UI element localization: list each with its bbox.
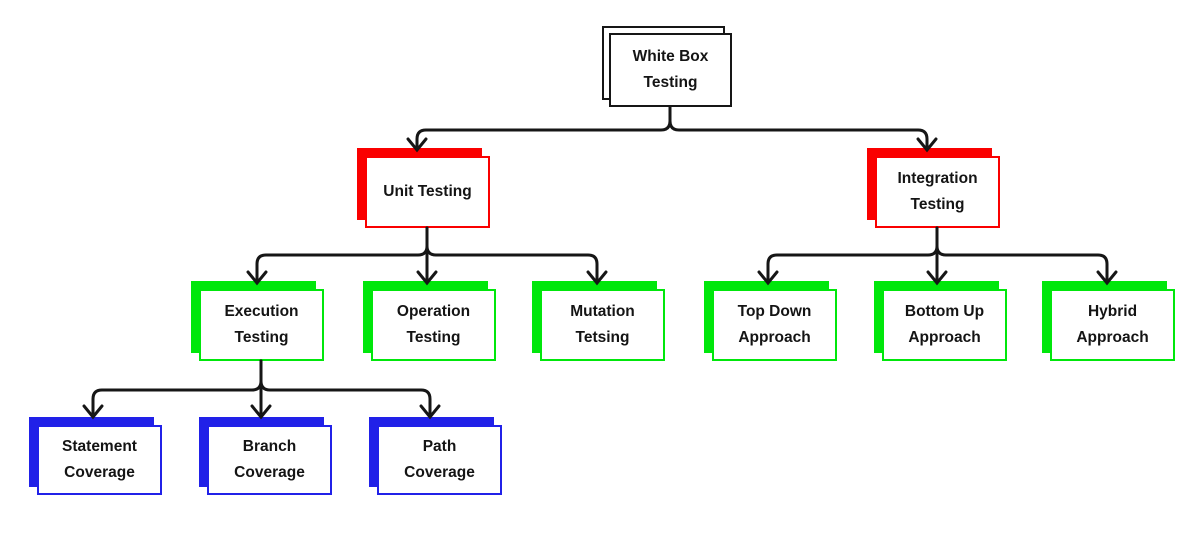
node-statement-coverage: Statement Coverage	[29, 417, 162, 495]
connector-unit-to-execution	[246, 226, 429, 286]
node-mutation-testing: Mutation Tetsing	[532, 281, 665, 361]
node-label-line2: Testing	[910, 196, 965, 213]
node-label-line2: Approach	[1076, 329, 1149, 346]
node-label-line1: Top Down	[737, 303, 812, 320]
node-card: Hybrid Approach	[1050, 289, 1175, 361]
node-white-box-testing: White Box Testing	[602, 26, 732, 107]
node-label-line2: Coverage	[64, 464, 135, 481]
node-label-line2: Approach	[738, 329, 811, 346]
connector-integration-to-bottomup	[926, 226, 948, 286]
arrowhead-icon	[82, 404, 104, 420]
node-label-line1: Operation	[396, 303, 471, 320]
node-card: Mutation Tetsing	[540, 289, 665, 361]
node-label-line2: Coverage	[404, 464, 475, 481]
node-label-line2: Approach	[908, 329, 981, 346]
node-label-line1: White Box	[632, 48, 709, 65]
node-card: Execution Testing	[199, 289, 324, 361]
node-label-line1: Branch	[242, 438, 297, 455]
node-execution-testing: Execution Testing	[191, 281, 324, 361]
connector-unit-to-mutation	[425, 226, 608, 286]
node-label-line1: Execution	[224, 303, 299, 320]
node-operation-testing: Operation Testing	[363, 281, 496, 361]
connector-unit-to-operation	[416, 226, 438, 286]
node-label-line1: Bottom Up	[904, 303, 985, 320]
node-bottom-up-approach: Bottom Up Approach	[874, 281, 1007, 361]
node-label-line2: Testing	[406, 329, 461, 346]
node-integration-testing: Integration Testing	[867, 148, 1000, 228]
connector-integration-to-hybrid	[935, 226, 1118, 286]
node-label-line1: Hybrid	[1087, 303, 1138, 320]
node-label-line1: Unit Testing	[383, 183, 472, 200]
node-card: Operation Testing	[371, 289, 496, 361]
node-label-line1: Path	[422, 438, 457, 455]
connector-root-to-unit	[406, 105, 672, 153]
node-card: Statement Coverage	[37, 425, 162, 495]
node-hybrid-approach: Hybrid Approach	[1042, 281, 1175, 361]
connector-execution-to-path	[259, 359, 441, 420]
node-card: Unit Testing	[365, 156, 490, 228]
node-card: Integration Testing	[875, 156, 1000, 228]
node-top-down-approach: Top Down Approach	[704, 281, 837, 361]
arrowhead-icon	[250, 404, 272, 420]
arrowhead-icon	[419, 404, 441, 420]
node-card: Path Coverage	[377, 425, 502, 495]
node-card: Bottom Up Approach	[882, 289, 1007, 361]
node-label-line2: Tetsing	[575, 329, 630, 346]
node-label-line2: Coverage	[234, 464, 305, 481]
node-label-line1: Mutation	[570, 303, 635, 320]
connector-root-to-integration	[668, 105, 938, 153]
node-label-line1: Statement	[62, 438, 137, 455]
connector-integration-to-topdown	[757, 226, 939, 286]
node-label-line2: Testing	[643, 74, 698, 91]
node-path-coverage: Path Coverage	[369, 417, 502, 495]
node-branch-coverage: Branch Coverage	[199, 417, 332, 495]
node-label-line2: Testing	[234, 329, 289, 346]
node-card: Top Down Approach	[712, 289, 837, 361]
node-card: White Box Testing	[609, 33, 732, 107]
node-unit-testing: Unit Testing	[357, 148, 490, 228]
node-label-line1: Integration	[897, 170, 978, 187]
node-card: Branch Coverage	[207, 425, 332, 495]
connector-execution-to-statement	[82, 359, 263, 420]
connector-execution-to-branch	[250, 359, 272, 420]
